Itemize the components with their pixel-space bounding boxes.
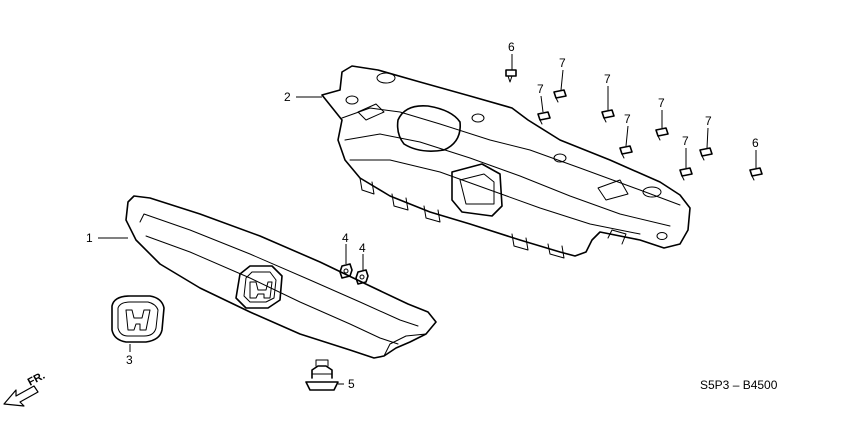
callout-grille: 1	[86, 231, 93, 245]
callout-screw-d: 7	[624, 112, 631, 126]
callout-screw-g: 7	[682, 134, 689, 148]
screw-top-6	[505, 69, 517, 83]
emblem	[111, 295, 165, 343]
nut-b	[355, 269, 369, 285]
screw-7e	[655, 127, 669, 141]
callout-screw-e: 7	[658, 96, 665, 110]
front-direction-arrow: FR.	[3, 370, 47, 407]
callout-nut-a: 4	[342, 231, 349, 245]
callout-screw-right: 6	[752, 136, 759, 150]
screw-7d	[619, 145, 633, 159]
screw-7b	[537, 111, 551, 125]
leader-lines	[98, 54, 757, 385]
upper-grille-cover	[321, 65, 691, 259]
callout-upper-cover: 2	[284, 90, 291, 104]
callout-screw-f: 7	[705, 114, 712, 128]
screw-7g	[679, 167, 693, 181]
callout-screw-top: 6	[508, 40, 515, 54]
screw-7c	[601, 109, 615, 123]
arrow-icon	[3, 385, 39, 407]
screw-right-6	[749, 167, 763, 181]
nut-a	[339, 263, 353, 279]
callout-screw-a: 7	[559, 56, 566, 70]
callout-nut-b: 4	[359, 241, 366, 255]
clip-fastener	[305, 359, 339, 391]
callout-emblem: 3	[126, 353, 133, 367]
callout-screw-b: 7	[537, 82, 544, 96]
direction-label: FR.	[26, 370, 47, 389]
diagram-code: S5P3 – B4500	[700, 378, 778, 392]
screw-7a	[553, 89, 567, 103]
callout-screw-c: 7	[604, 72, 611, 86]
callout-clip: 5	[348, 377, 355, 391]
screw-7f	[699, 147, 713, 161]
front-grille	[125, 195, 437, 359]
